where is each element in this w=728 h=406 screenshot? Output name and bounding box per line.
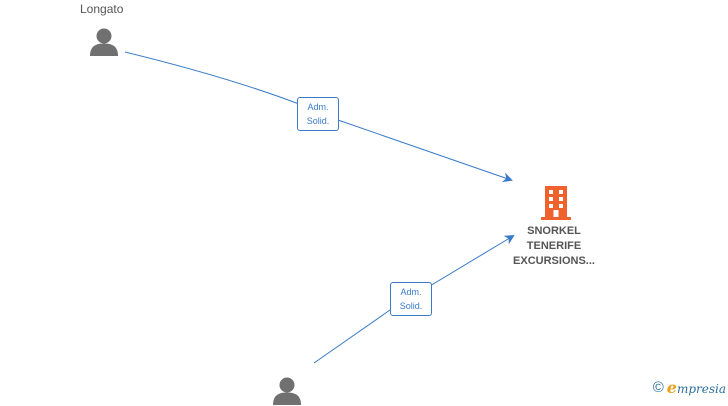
copyright-icon: © [652,379,664,396]
company-name-line: SNORKEL [527,225,581,237]
edge-label-bottom: Adm. Solid. [390,282,432,316]
building-icon[interactable] [540,186,572,220]
person-icon[interactable] [88,27,120,57]
brand-rest: mpresia [676,382,726,396]
company-name-line: TENERIFE [526,240,582,252]
edge-label-line: Adm. [400,287,422,297]
empresia-watermark: © empresia [653,378,726,397]
edge-label-top: Adm. Solid. [297,97,339,131]
person-name-top[interactable]: Longato [80,2,124,16]
edge-label-line: Solid. [399,301,423,311]
company-name[interactable]: SNORKEL TENERIFE EXCURSIONS... [484,224,624,269]
company-name-line: EXCURSIONS... [513,255,595,267]
edge-label-line: Adm. [307,102,329,112]
brand-logo: empresia [667,378,726,397]
brand-initial: e [666,378,677,397]
edge-label-line: Solid. [306,116,330,126]
person-icon[interactable] [271,376,303,406]
